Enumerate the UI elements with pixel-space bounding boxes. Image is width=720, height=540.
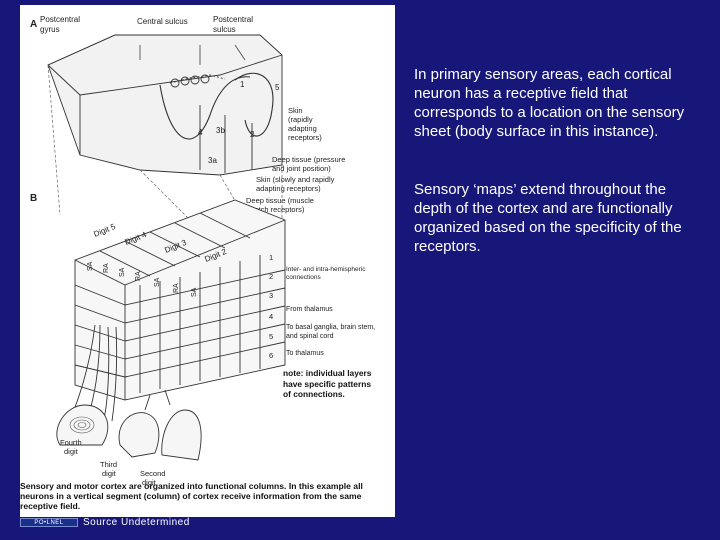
area-5-label: 5 (275, 83, 280, 92)
to-basal-ganglia-label-2: and spinal cord (286, 333, 334, 340)
area-1-label: 1 (240, 80, 245, 89)
fourth-digit-label: Fourth (60, 438, 82, 447)
second-digit-label: Second (140, 469, 165, 478)
layer-4-label: 4 (269, 312, 273, 321)
layer-6-label: 6 (269, 351, 273, 360)
skin-label-3: adapting (288, 124, 317, 133)
postcentral-gyrus-label-2: gyrus (40, 25, 60, 34)
skin-label-2: (rapidly (288, 115, 313, 124)
inter-connections-label: Inter- and intra-hemispheric (286, 266, 366, 273)
fourth-digit-label-2: digit (64, 447, 79, 456)
area-3a-label: 3a (208, 156, 217, 165)
column-label-4: RA (135, 271, 142, 281)
from-thalamus-label: From thalamus (286, 306, 333, 313)
skin-label-4: receptors) (288, 133, 322, 142)
layer-3-label: 3 (269, 291, 273, 300)
column-label-3: SA (119, 267, 126, 277)
column-label-2: RA (103, 263, 110, 273)
to-thalamus-label: To thalamus (286, 350, 324, 357)
license-logo: PO•LNEL (20, 518, 78, 527)
deep-tissue-label: Deep tissue (pressure (272, 155, 345, 164)
deep-tissue-label-2: and joint position) (272, 164, 331, 173)
column-label-5: SA (154, 277, 161, 287)
postcentral-sulcus-label: Postcentral (213, 15, 253, 24)
inter-connections-label-2: connections (286, 274, 321, 281)
column-label-6: RA (173, 283, 180, 293)
paragraph-receptive-field: In primary sensory areas, each cortical … (414, 65, 704, 141)
deep-muscle-label: Deep tissue (muscle (246, 196, 314, 205)
area-2-label: 2 (250, 130, 255, 139)
source-footer: PO•LNEL Source Undetermined (20, 517, 395, 528)
third-digit-label-2: digit (102, 469, 117, 478)
skin-slow-label: Skin (slowly and rapidly (256, 175, 335, 184)
layer-5-label: 5 (269, 332, 273, 341)
third-digit-label: Third (100, 460, 117, 469)
area-4-label: 4 (198, 128, 203, 137)
layer-2-label: 2 (269, 272, 273, 281)
paragraph-sensory-maps: Sensory ‘maps’ extend throughout the dep… (414, 180, 704, 256)
panel-b-label: B (30, 193, 37, 204)
layer-1-label: 1 (269, 253, 273, 262)
postcentral-gyrus-label: Postcentral (40, 15, 80, 24)
postcentral-sulcus-label-2: sulcus (213, 25, 236, 34)
figure-caption: Sensory and motor cortex are organized i… (20, 481, 390, 511)
source-text: Source Undetermined (83, 517, 190, 528)
area-3b-label: 3b (216, 126, 225, 135)
panel-a-label: A (30, 19, 37, 30)
cortex-block-a (48, 35, 282, 175)
skin-slow-label-2: adapting receptors) (256, 184, 321, 193)
column-label-7: SA (191, 287, 198, 297)
figure-panel: A Postcentral gyrus Central sulcus Postc… (20, 5, 395, 517)
cortex-diagram: A Postcentral gyrus Central sulcus Postc… (20, 5, 395, 517)
layers-note: note: individual layers have specific pa… (283, 368, 378, 400)
to-basal-ganglia-label: To basal ganglia, brain stem, (286, 324, 375, 331)
central-sulcus-label: Central sulcus (137, 17, 188, 26)
digit-5-label: Digit 5 (92, 222, 117, 239)
skin-label: Skin (288, 106, 303, 115)
column-label-1: SA (87, 261, 94, 271)
